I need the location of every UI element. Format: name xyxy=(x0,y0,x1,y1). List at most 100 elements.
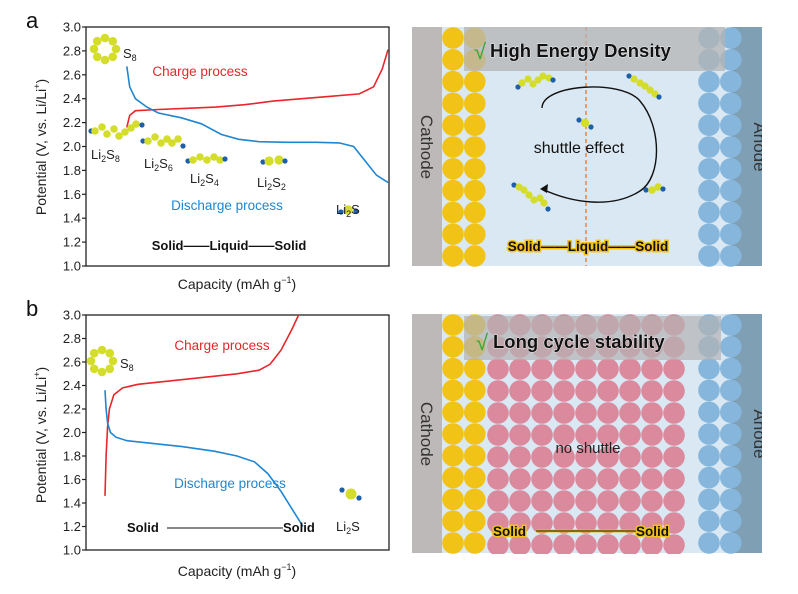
sulfur-atom xyxy=(525,191,533,199)
discharge-curve xyxy=(126,66,389,184)
solid-electrolyte-particle xyxy=(487,424,509,446)
cathode-particle xyxy=(464,445,486,467)
y-tick-label: 1.0 xyxy=(63,543,81,558)
cathode-particle xyxy=(442,488,464,511)
lithium-atom xyxy=(656,94,662,100)
sulfur-atom xyxy=(97,345,107,355)
phase-label: Solid——Liquid——Solid xyxy=(508,239,668,254)
sulfur-atom xyxy=(203,156,211,164)
panel-letter-b: b xyxy=(26,296,39,321)
banner-title: Long cycle stability xyxy=(493,331,665,352)
anode-particle xyxy=(720,357,742,380)
y-tick-label: 2.4 xyxy=(63,91,81,106)
sulfur-atom xyxy=(343,205,353,215)
lithium-atom xyxy=(588,124,594,130)
schematic-b: √ Long cycle stability Cathode Anode no … xyxy=(412,314,762,554)
cathode-particle xyxy=(442,49,464,71)
anode-particle xyxy=(720,223,742,245)
solid-electrolyte-particle xyxy=(509,534,531,554)
sulfur-atom xyxy=(151,133,159,141)
cathode-particle xyxy=(464,179,486,202)
sulfur-atom xyxy=(646,86,654,94)
solid-electrolyte-particle xyxy=(531,468,553,490)
solid-electrolyte-particle xyxy=(575,534,597,554)
cathode-particle xyxy=(442,158,464,180)
sulfur-atom xyxy=(89,348,99,358)
cathode-particle xyxy=(442,379,464,402)
anode-particle xyxy=(698,401,720,423)
solid-electrolyte-particle xyxy=(553,446,575,468)
solid-electrolyte-particle xyxy=(663,490,685,512)
anode-particle xyxy=(720,179,742,202)
solid-electrolyte-particle xyxy=(619,490,641,512)
cathode-particle xyxy=(442,532,464,554)
solid-electrolyte-particle xyxy=(553,534,575,554)
sulfur-atom xyxy=(86,356,96,366)
discharge-curve xyxy=(104,390,304,527)
lithium-atom xyxy=(511,182,517,188)
cathode-particle xyxy=(464,245,486,267)
sulfur-atom xyxy=(91,127,99,135)
sulfur-atom xyxy=(100,55,110,65)
solid-electrolyte-particle xyxy=(531,380,553,402)
lithium-atom xyxy=(545,206,551,212)
shuttle-arrowhead-icon xyxy=(540,184,548,193)
anode-particle xyxy=(698,136,720,158)
anode-particle xyxy=(698,423,720,445)
cathode-particle xyxy=(442,27,464,49)
solid-electrolyte-particle xyxy=(663,534,685,554)
cathode-particle xyxy=(442,70,464,93)
sulfur-atom xyxy=(168,139,176,147)
anode-particle xyxy=(720,336,742,358)
banner-title: High Energy Density xyxy=(490,40,672,61)
anode-particle xyxy=(720,510,742,532)
sulfur-atom xyxy=(89,44,99,54)
cathode-particle xyxy=(442,336,464,358)
y-tick-label: 1.6 xyxy=(63,187,81,202)
y-tick-label: 2.6 xyxy=(63,67,81,82)
y-tick-label: 2.2 xyxy=(63,115,81,130)
solid-electrolyte-particle xyxy=(641,534,663,554)
sulfur-atom xyxy=(641,82,649,90)
anode-particle xyxy=(720,136,742,158)
solid-electrolyte-particle xyxy=(575,358,597,380)
solid-electrolyte-particle xyxy=(531,424,553,446)
cathode-particle xyxy=(442,223,464,245)
y-tick-label: 1.2 xyxy=(63,519,81,534)
y-tick-label: 1.2 xyxy=(63,235,81,250)
solid-electrolyte-particle xyxy=(509,490,531,512)
solid-electrolyte-particle xyxy=(619,468,641,490)
solid-electrolyte-particle xyxy=(641,358,663,380)
solid-electrolyte-particle xyxy=(531,358,553,380)
sulfur-atom xyxy=(100,33,110,43)
anode-particle xyxy=(720,445,742,467)
cathode-particle xyxy=(442,201,464,224)
anode-particle xyxy=(720,201,742,224)
lithium-atom xyxy=(643,187,649,193)
anode-particle xyxy=(698,532,720,554)
check-icon: √ xyxy=(476,330,489,355)
lithium-atom xyxy=(140,138,146,144)
anode-particle xyxy=(720,70,742,93)
anode-particle xyxy=(698,114,720,136)
cathode-particle xyxy=(442,401,464,423)
solid-electrolyte-particle xyxy=(641,468,663,490)
sulfur-atom xyxy=(97,367,107,377)
sulfur-atom xyxy=(108,52,118,62)
phase-label-left: Solid xyxy=(127,520,159,535)
solid-electrolyte-particle xyxy=(663,468,685,490)
solid-electrolyte-particle xyxy=(597,468,619,490)
charge-process-label: Charge process xyxy=(174,338,270,353)
y-axis-label: Potential (V, vs. Li/Li+) xyxy=(32,79,49,215)
y-axis-ticks: 1.01.21.41.61.82.02.22.42.62.83.0 xyxy=(63,20,86,274)
y-tick-label: 2.8 xyxy=(63,331,81,346)
solid-electrolyte-particle xyxy=(553,468,575,490)
cathode-particle xyxy=(464,158,486,180)
cathode-particle xyxy=(464,201,486,224)
y-tick-label: 2.2 xyxy=(63,402,81,417)
solid-electrolyte-particle xyxy=(553,402,575,424)
sulfur-atom xyxy=(529,80,537,88)
cathode-particle xyxy=(464,488,486,511)
cathode-particle xyxy=(442,92,464,115)
lithium-atom xyxy=(576,117,582,123)
